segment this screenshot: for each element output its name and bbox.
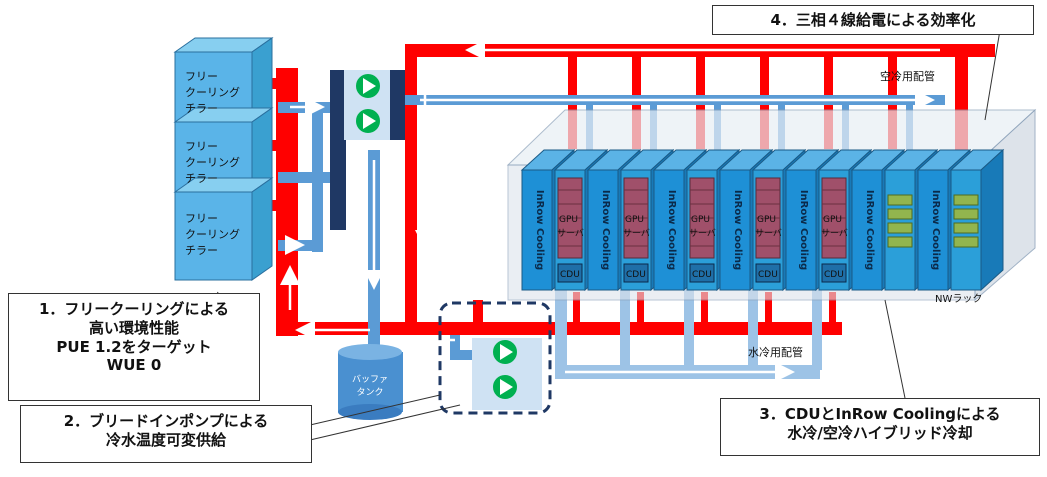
callout-2-line-1: 2．ブリードインポンプによる	[63, 412, 269, 430]
chiller-label: フリー	[185, 140, 218, 153]
cdu-label: CDU	[758, 270, 778, 280]
chiller-label: フリー	[185, 212, 218, 225]
cdu-label: CDU	[692, 270, 712, 280]
gpu-label: GPU	[757, 215, 776, 225]
chiller-label: チラー	[185, 244, 218, 257]
gpu-label: GPU	[625, 215, 644, 225]
callout-3-line-2: 水冷/空冷ハイブリッド冷却	[787, 423, 973, 442]
inrow-cooling-label: InRow Cooling	[798, 190, 809, 270]
tank-label-1: バッファ	[352, 374, 388, 385]
nw-switch	[887, 194, 913, 206]
cdu-block	[689, 263, 715, 283]
nw-switch	[887, 208, 913, 220]
rack-front	[719, 169, 751, 291]
inrow-cooling-unit: InRow Cooling	[850, 148, 906, 292]
cdu-label: CDU	[560, 270, 580, 280]
bleed-in-pump	[438, 301, 552, 415]
inrow-cooling-label: InRow Cooling	[666, 190, 677, 270]
callout-hybrid-cooling: 3．CDUとInRow Coolingによる 水冷/空冷ハイブリッド冷却	[720, 398, 1040, 456]
air-piping-label: 空冷用配管	[880, 69, 935, 83]
callout-2-line-2: 冷水温度可変供給	[105, 430, 226, 449]
nw-switch	[953, 222, 979, 234]
cdu-label: CDU	[824, 270, 844, 280]
nw-switch	[887, 236, 913, 248]
tank-label-2: タンク	[356, 387, 383, 398]
chillers	[173, 37, 274, 281]
callout-1-line-3: PUE 1.2をターゲット	[56, 337, 212, 356]
inrow-cooling-label: InRow Cooling	[600, 190, 611, 270]
rack-front	[785, 169, 817, 291]
nw-switch	[953, 208, 979, 220]
pump-header	[330, 70, 405, 230]
chiller-label: チラー	[185, 172, 218, 185]
callout-1-line-4: WUE 0	[106, 356, 162, 375]
water-piping-label: 水冷用配管	[748, 345, 803, 359]
inrow-cooling-label: InRow Cooling	[534, 190, 545, 270]
server-label: サーバ	[821, 228, 848, 239]
nw-switch	[953, 194, 979, 206]
inrow-cooling-label: InRow Cooling	[930, 190, 941, 270]
callout-1-line-2: 高い環境性能	[88, 318, 179, 337]
chiller-label: クーリング	[185, 227, 240, 241]
callout-bleed-in-pump: 2．ブリードインポンプによる 冷水温度可変供給	[20, 405, 312, 463]
nw-switch	[953, 236, 979, 248]
nw-switch	[887, 222, 913, 234]
cdu-block	[755, 263, 781, 283]
buffer-tank	[338, 344, 403, 420]
rack-front	[917, 169, 949, 291]
chiller-label: クーリング	[185, 155, 240, 169]
gpu-label: GPU	[559, 215, 578, 225]
rack-front	[851, 169, 883, 291]
cdu-block	[821, 263, 847, 283]
callout-free-cooling: 1．フリークーリングによる 高い環境性能 PUE 1.2をターゲット WUE 0	[8, 293, 260, 401]
chiller-label: フリー	[185, 70, 218, 83]
callout-1-line-1: 1．フリークーリングによる	[39, 300, 229, 318]
rack-side	[980, 148, 1004, 292]
inrow-cooling-label: InRow Cooling	[864, 190, 875, 270]
gpu-label: GPU	[823, 215, 842, 225]
chiller-label: クーリング	[185, 85, 240, 99]
nw-rack-label: NWラック	[935, 293, 982, 305]
rack-front	[587, 169, 619, 291]
rack-front	[653, 169, 685, 291]
callout-4-line-1: 4．三相４線給電による効率化	[770, 11, 976, 29]
cdu-block	[557, 263, 583, 283]
server-label: サーバ	[623, 228, 650, 239]
callout-three-phase-power: 4．三相４線給電による効率化	[712, 5, 1034, 35]
server-label: サーバ	[755, 228, 782, 239]
rack-front	[521, 169, 553, 291]
cdu-label: CDU	[626, 270, 646, 280]
flow-arrows	[280, 40, 940, 382]
nw-rack	[949, 148, 1005, 292]
gpu-label: GPU	[691, 215, 710, 225]
rack-row: InRow Cooling GPU サーバ CDU InRow Cooling GPU サー…	[520, 148, 1005, 292]
cdu-block	[623, 263, 649, 283]
callout-3-line-1: 3．CDUとInRow Coolingによる	[759, 405, 1001, 423]
server-label: サーバ	[557, 228, 584, 239]
server-label: サーバ	[689, 228, 716, 239]
inrow-cooling-label: InRow Cooling	[732, 190, 743, 270]
chiller-label: チラー	[185, 102, 218, 115]
